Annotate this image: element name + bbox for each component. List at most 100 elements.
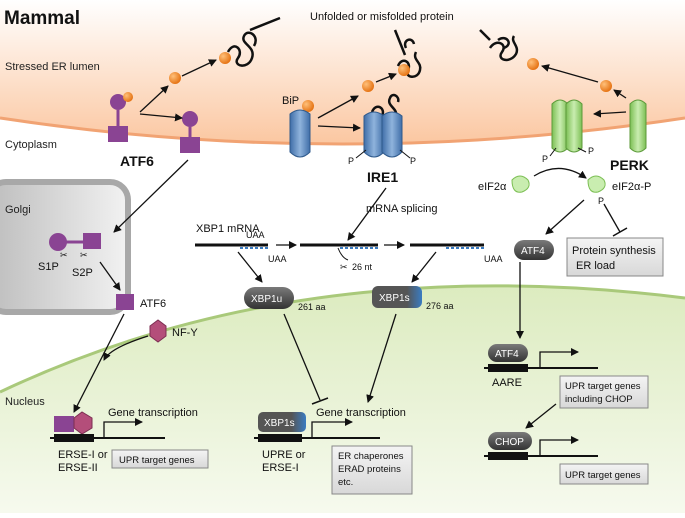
perk-p-left: P — [542, 154, 548, 164]
protein-synthesis-line1: Protein synthesis — [572, 245, 656, 257]
bip-ball-2 — [219, 52, 231, 64]
inhibit-xbp1u — [283, 313, 321, 401]
arrow-atf6-to-golgi — [113, 159, 189, 233]
upr-chop-line1: UPR target genes — [565, 381, 641, 392]
nfy-hexagon — [149, 319, 167, 343]
eif2a-p-small: P — [598, 196, 604, 206]
atf4-nuclear-pill — [488, 344, 528, 362]
ire1-target-line1: ER chaperones — [338, 451, 404, 462]
arrow-nfy-to-nucleus — [103, 335, 149, 361]
s2p-label: S2P — [72, 267, 93, 279]
chop-tss-arrow — [539, 436, 579, 456]
atf6-element-box — [54, 434, 94, 442]
ire1-target-line2: ERAD proteins — [338, 464, 401, 475]
bip-ball-4 — [362, 80, 374, 92]
ire1-dimer — [355, 111, 411, 159]
region-golgi: Golgi — [5, 204, 31, 216]
perk-label: PERK — [610, 157, 649, 173]
bip-ball-3 — [302, 100, 314, 112]
atf6-cleaved-label: ATF6 — [140, 298, 166, 310]
atf6-promoter-complex — [54, 411, 93, 435]
arrow-ire1-dimerize — [317, 123, 361, 132]
bip-ball-6 — [527, 58, 539, 70]
misfolded-protein-1 — [226, 16, 281, 67]
nuclear-envelope — [0, 284, 685, 394]
chop-target-label: UPR target genes — [565, 470, 641, 481]
bip-ball-5 — [398, 64, 410, 76]
perk-p-right: P — [588, 146, 594, 156]
arrow-eif2a-to-atf4 — [545, 199, 585, 235]
chop-pill — [488, 432, 532, 450]
perk-monomer — [629, 99, 647, 153]
arrow-eif2a-phos — [533, 167, 587, 179]
atf6-gene-transcription: Gene transcription — [108, 407, 198, 419]
xbp1u-pill — [244, 287, 294, 309]
upr-chop-box — [559, 375, 649, 409]
xbp1s-nuclear-pill — [258, 412, 306, 432]
ire1-gene-transcription: Gene transcription — [316, 407, 406, 419]
chop-element-box — [488, 452, 528, 460]
arrow-to-chop — [525, 403, 557, 429]
chop-target-box — [559, 463, 649, 485]
misfolded-protein-2 — [393, 29, 422, 78]
xbp1s-pill — [372, 286, 422, 308]
inhibit-protein-synthesis — [603, 203, 621, 233]
arrow-ire1-splicing — [347, 187, 387, 241]
arrow-atf6-bip-release — [139, 85, 169, 113]
aare-box — [488, 364, 528, 372]
ire1-target-box — [331, 445, 413, 495]
arrow-xbp1s-to-nucleus — [366, 313, 397, 403]
atf6-cleaved — [116, 294, 134, 310]
arrow-ire1-bip-release — [317, 95, 359, 119]
svg-text:✂: ✂ — [60, 250, 68, 260]
atf4-tss-arrow — [539, 348, 579, 368]
nfy-label: NF-Y — [172, 327, 198, 339]
atf6-target-label: UPR target genes — [119, 455, 195, 466]
er-membrane — [0, 116, 685, 146]
ire1-element-line1: UPRE or — [262, 449, 306, 461]
atf4-pill — [514, 240, 554, 260]
golgi-atf6: ✂ ✂ — [49, 233, 101, 260]
misfolded-protein-3 — [479, 29, 519, 62]
upr-chop-line2: including CHOP — [565, 394, 633, 405]
ire1-p-right: P — [410, 156, 416, 166]
arrow-atf6-to-nucleus — [73, 313, 125, 413]
uaa-3: UAA — [484, 254, 503, 264]
atf6-receptor-2 — [180, 111, 200, 153]
eif2a-shape — [511, 175, 530, 193]
ire1-tss-arrow — [311, 418, 353, 438]
xbp1s-label: XBP1s — [379, 293, 410, 304]
ire1-target-line3: etc. — [338, 477, 353, 488]
ire1-element-line2: ERSE-I — [262, 462, 299, 474]
svg-text:✂: ✂ — [80, 250, 88, 260]
uaa-2: UAA — [268, 254, 287, 264]
region-cytoplasm: Cytoplasm — [5, 139, 57, 151]
atf6-element-line1: ERSE-I or — [58, 449, 108, 461]
atf4-label: ATF4 — [521, 246, 545, 257]
atf6-target-box — [111, 449, 209, 469]
inhibit-protein-bar — [612, 227, 628, 237]
spliced-intron — [337, 247, 349, 261]
perk-dimer — [549, 99, 587, 157]
s1p-label: S1P — [38, 261, 59, 273]
ire1-label: IRE1 — [367, 169, 398, 185]
bip-label: BiP — [282, 95, 299, 107]
arrow-perk-dimerize — [593, 109, 627, 118]
chop-label: CHOP — [495, 437, 524, 448]
xbp1u-aa: 261 aa — [298, 302, 326, 312]
region-er-lumen: Stressed ER lumen — [5, 61, 100, 73]
protein-synthesis-box — [566, 237, 664, 277]
bip-ball-7 — [600, 80, 612, 92]
ire1-p-left: P — [348, 156, 354, 166]
arrow-to-xbp1s — [411, 251, 437, 283]
xbp1s-nuclear-label: XBP1s — [264, 418, 295, 429]
eif2a-label: eIF2α — [478, 181, 507, 193]
atf6-tss-arrow — [103, 418, 143, 438]
arrow-bip-to-protein-1 — [181, 59, 217, 77]
atf6-label: ATF6 — [120, 153, 154, 169]
arrow-perk-bip-release — [613, 89, 627, 99]
ire1-monomer — [289, 109, 311, 158]
arrow-bip-to-protein-2 — [375, 72, 397, 83]
